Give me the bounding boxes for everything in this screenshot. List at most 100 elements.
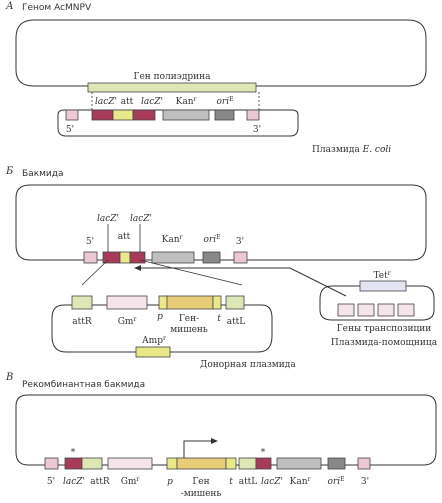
panel-c-gm-text: Gm bbox=[121, 477, 137, 487]
panel-c-lacz-left-box bbox=[64, 457, 83, 470]
panel-c: В Рекомбинантная бакмида * * 5' lacZ' at… bbox=[5, 372, 437, 499]
panel-a-ori-box bbox=[214, 109, 235, 121]
panel-b-ori-sup: E bbox=[216, 234, 220, 241]
ecoli-plasmid-species: E. coli bbox=[362, 145, 392, 155]
panel-b-att-label: att bbox=[118, 232, 131, 242]
panel-b-ori-label: oriE bbox=[204, 234, 221, 245]
panel-a-lacz-left-box bbox=[91, 109, 114, 121]
panel-b-ori-box bbox=[202, 251, 221, 264]
transposition-gene-box-4 bbox=[397, 303, 415, 317]
tet-sup: r bbox=[388, 270, 391, 277]
panel-b-lacz-left-box bbox=[102, 251, 121, 264]
polyhedrin-gene-box bbox=[87, 82, 257, 93]
panel-c-kan-text: Kan bbox=[290, 477, 308, 487]
panel-a-lacz-right-label: lacZ' bbox=[141, 97, 163, 107]
panel-c-p-label: p bbox=[167, 477, 173, 487]
donor-amp-box bbox=[135, 346, 171, 358]
panel-a-ori-label: oriE bbox=[217, 96, 234, 107]
recombinant-bacmid-circle bbox=[15, 394, 437, 466]
panel-c-attR-label: attR bbox=[90, 477, 110, 487]
donor-attR-label: attR bbox=[72, 317, 92, 327]
panel-c-attR-box bbox=[81, 457, 103, 470]
panel-a-ori-text: ori bbox=[217, 97, 230, 107]
panel-a-5prime-label: 5' bbox=[66, 125, 74, 135]
helper-plasmid-label: Плазмида-помощница bbox=[331, 338, 438, 348]
panel-b-att-box bbox=[119, 251, 131, 264]
donor-t-box bbox=[212, 295, 222, 310]
panel-b-title: Бакмида bbox=[22, 169, 64, 179]
panel-c-attL-label: attL bbox=[239, 477, 258, 487]
panel-b-5prime-box bbox=[83, 251, 98, 264]
panel-a: А Геном AcMNPV Ген полиэдрина lacZ' att … bbox=[5, 1, 427, 155]
panel-c-ori-sup: E bbox=[340, 476, 344, 483]
donor-plasmid-label: Донорная плазмида bbox=[200, 360, 296, 370]
panel-a-kan-text: Kan bbox=[176, 97, 194, 107]
donor-p-box bbox=[158, 295, 168, 310]
panel-c-kan-sup: r bbox=[308, 476, 311, 483]
panel-b-kan-box bbox=[151, 251, 195, 264]
panel-a-letter: А bbox=[5, 1, 14, 12]
transposition-gene-box-3 bbox=[377, 303, 395, 317]
panel-b-lacz-left-label: lacZ' bbox=[97, 214, 119, 224]
panel-c-lacz-right-box bbox=[255, 457, 272, 470]
panel-c-gm-box bbox=[107, 457, 153, 470]
transposition-arrowhead bbox=[134, 265, 141, 271]
panel-c-title: Рекомбинантная бакмида bbox=[22, 380, 145, 390]
panel-c-5prime-label: 5' bbox=[47, 477, 55, 487]
panel-a-title: Геном AcMNPV bbox=[22, 3, 92, 13]
panel-c-asterisk-left: * bbox=[71, 448, 76, 458]
transposition-gene-box-2 bbox=[357, 303, 375, 317]
panel-c-gm-label: Gmr bbox=[121, 476, 140, 487]
donor-p-label: p bbox=[157, 312, 163, 322]
donor-target-gene-line1: Ген- bbox=[179, 314, 199, 324]
promoter-arrowhead bbox=[211, 438, 218, 444]
panel-c-p-box bbox=[166, 457, 178, 470]
panel-c-3prime-label: 3' bbox=[361, 477, 369, 487]
panel-a-kan-label: Kanr bbox=[176, 96, 197, 107]
donor-amp-sup: r bbox=[163, 335, 166, 342]
panel-b-3prime-box bbox=[233, 251, 248, 264]
panel-c-letter: В bbox=[5, 372, 13, 383]
donor-gm-text: Gm bbox=[118, 317, 134, 327]
panel-b-letter: Б bbox=[5, 166, 14, 177]
tet-text: Tet bbox=[373, 271, 388, 281]
transposition-arrow bbox=[138, 267, 347, 297]
panel-b-lacz-right-label: lacZ' bbox=[130, 214, 152, 224]
donor-homology-line-right bbox=[139, 259, 243, 286]
donor-attR-box bbox=[71, 295, 93, 310]
panel-c-kan-label: Kanr bbox=[290, 476, 311, 487]
panel-c-t-box bbox=[225, 457, 237, 470]
panel-c-3prime-box bbox=[357, 457, 371, 470]
panel-c-attL-box bbox=[238, 457, 257, 470]
panel-a-att-box bbox=[112, 109, 134, 121]
tet-label: Tetr bbox=[373, 270, 390, 281]
panel-a-5prime-box bbox=[65, 109, 79, 121]
panel-a-3prime-box bbox=[246, 109, 260, 121]
polyhedrin-gene-label: Ген полиэдрина bbox=[134, 72, 212, 82]
panel-a-att-label: att bbox=[121, 97, 134, 107]
panel-c-asterisk-right: * bbox=[261, 448, 266, 458]
donor-homology-line-left bbox=[81, 259, 109, 286]
panel-a-lacz-left-label: lacZ' bbox=[95, 97, 117, 107]
panel-c-ori-text: ori bbox=[328, 477, 341, 487]
ecoli-plasmid-label: Плазмида E. coli bbox=[312, 145, 391, 155]
ecoli-plasmid-circle bbox=[57, 109, 299, 137]
panel-a-kan-box bbox=[162, 109, 210, 121]
panel-b-3prime-label: 3' bbox=[236, 237, 244, 247]
panel-b-kan-sup: r bbox=[180, 234, 183, 241]
acmnpv-genome-circle bbox=[15, 19, 427, 87]
donor-gm-label: Gmr bbox=[118, 316, 137, 327]
donor-plasmid-circle bbox=[51, 304, 273, 353]
donor-amp-label: Ampr bbox=[141, 335, 166, 346]
bacmid-circle bbox=[15, 184, 427, 261]
tet-box bbox=[359, 280, 407, 292]
donor-t-label: t bbox=[217, 314, 221, 324]
panel-c-lacz-left-label: lacZ' bbox=[63, 477, 85, 487]
panel-c-kan-box bbox=[276, 457, 322, 470]
panel-c-ori-label: oriE bbox=[328, 476, 345, 487]
panel-a-3prime-label: 3' bbox=[253, 125, 261, 135]
donor-target-gene-line2: мишень bbox=[170, 325, 208, 335]
panel-c-t-label: t bbox=[229, 477, 233, 487]
